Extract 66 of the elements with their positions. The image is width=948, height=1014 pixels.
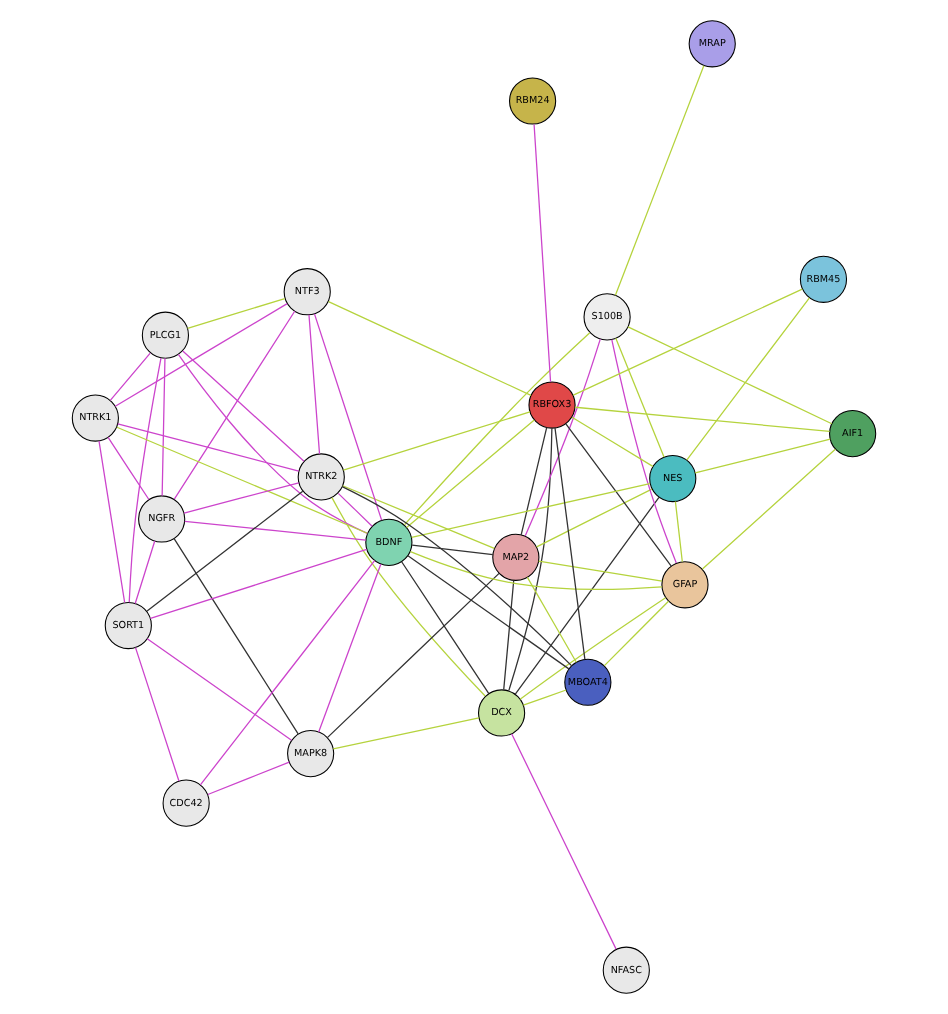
connector <box>116 426 368 534</box>
connector <box>337 492 373 527</box>
connector <box>134 540 156 605</box>
connector <box>526 576 577 663</box>
connector <box>107 436 150 501</box>
connector <box>522 689 567 706</box>
connector <box>341 485 495 550</box>
connector <box>109 352 151 402</box>
connector <box>318 563 382 733</box>
connector <box>308 314 321 455</box>
connector <box>98 440 126 604</box>
connector <box>332 717 480 750</box>
connector <box>536 488 653 548</box>
connector <box>406 419 535 529</box>
connector <box>146 490 304 612</box>
connector <box>615 337 665 458</box>
connector <box>184 520 367 541</box>
connector <box>411 544 494 556</box>
connector <box>117 423 300 472</box>
connector <box>173 310 296 500</box>
connector <box>146 638 293 741</box>
connector <box>149 548 368 620</box>
connector <box>572 288 803 396</box>
connector <box>627 326 833 425</box>
connector <box>503 580 515 691</box>
connector <box>134 647 180 782</box>
connector <box>161 357 166 497</box>
connector <box>524 338 601 537</box>
connector <box>686 297 811 461</box>
connector <box>611 338 677 564</box>
connector <box>410 483 651 538</box>
connector <box>186 297 286 330</box>
connector <box>407 555 570 670</box>
connector <box>511 733 617 950</box>
connector <box>326 572 500 739</box>
connector <box>401 561 490 695</box>
connector <box>565 423 672 567</box>
connector <box>514 496 660 695</box>
connector <box>533 123 552 383</box>
connector <box>520 426 548 536</box>
connector <box>554 427 586 660</box>
connector <box>128 357 162 603</box>
connector <box>177 353 368 535</box>
connector <box>508 427 553 692</box>
connector <box>182 350 305 462</box>
connector <box>403 332 591 526</box>
connector <box>199 560 376 786</box>
connector <box>342 411 531 471</box>
connector <box>674 500 683 563</box>
connector <box>327 300 532 396</box>
connector <box>341 486 573 667</box>
connector <box>207 761 290 796</box>
connector <box>603 600 670 667</box>
connector <box>114 303 288 407</box>
connector <box>313 313 383 521</box>
connector <box>409 551 663 590</box>
connector <box>183 482 300 514</box>
connector <box>519 597 667 700</box>
connector <box>574 406 831 433</box>
connector <box>331 497 486 697</box>
connector <box>173 537 299 735</box>
connector <box>614 65 705 296</box>
connector <box>694 438 831 474</box>
connector <box>571 416 654 468</box>
connector <box>538 560 663 582</box>
connector <box>701 448 836 570</box>
